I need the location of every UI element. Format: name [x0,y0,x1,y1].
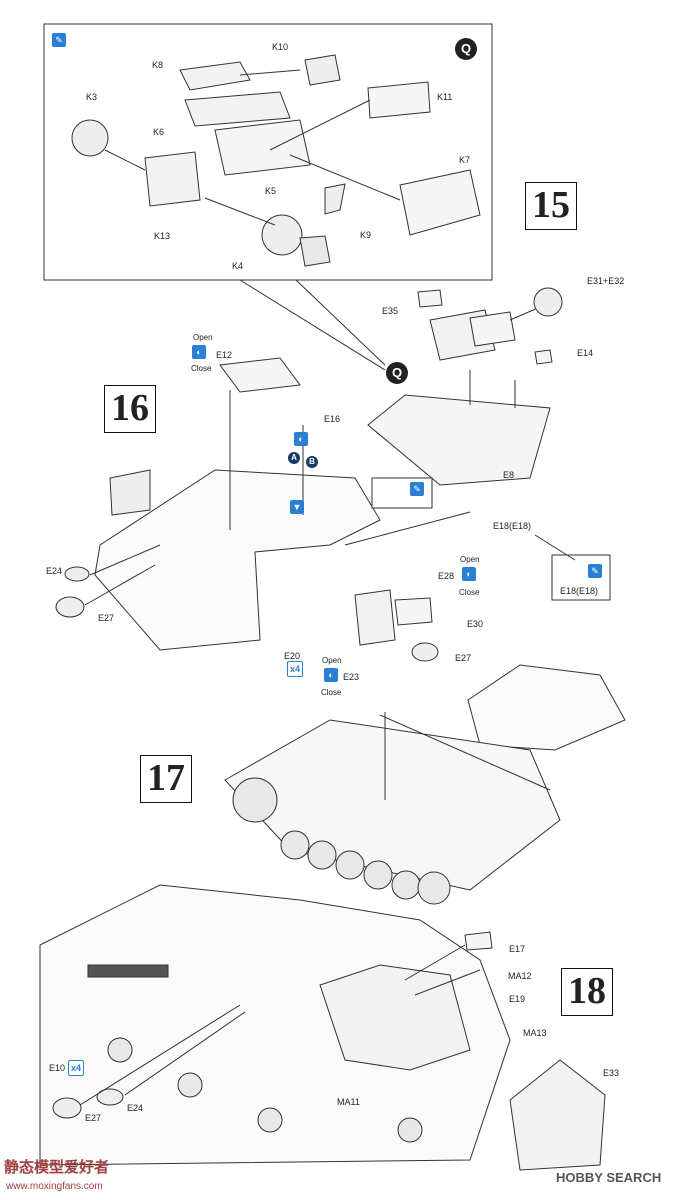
part-k8 [179,61,251,91]
movable-icon-e28: ◐ [462,567,476,581]
label-k3: K3 [86,92,98,102]
superstructure-e [94,469,381,651]
part-e17 [464,931,493,951]
label-e27-c: E27 [85,1113,102,1123]
label-e31-e32: E31+E32 [587,276,625,286]
label-e8: E8 [503,470,515,480]
superstructure-preview [467,664,626,751]
road-wheels-17 [232,777,451,905]
label-e28: E28 [438,571,455,581]
glue-icon-e16: ▼ [290,500,304,514]
part-k13 [144,151,201,207]
inset-box-e18 [551,554,611,601]
part-e31-e32 [533,287,563,317]
part-e35 [417,289,443,308]
label-k7: K7 [459,155,471,165]
label-e14: E14 [577,348,594,358]
glue-icon-e18: ✎ [588,564,602,578]
open-label-e23: Open [322,656,342,665]
part-k3 [71,119,109,157]
part-e27b [411,642,439,662]
part-k11 [367,81,431,119]
label-ma11: MA11 [337,1097,360,1107]
part-k10 [304,54,341,86]
detail-box-q [43,23,493,281]
label-k4: K4 [232,261,244,271]
part-k9 [324,183,346,215]
engine-grille [87,964,169,978]
label-e10: E10 [49,1063,66,1073]
step-18: 18 [561,968,613,1016]
label-ma12: MA12 [508,971,532,981]
q-marker-gun: Q [386,362,408,384]
part-k4 [299,235,331,267]
close-label-e23: Close [321,688,342,697]
part-e27c [52,1097,82,1119]
mantlet-front [109,469,151,516]
label-k5: K5 [265,186,277,196]
q-marker-detail: Q [455,38,477,60]
part-e27a [55,596,85,618]
part-e12 [219,357,301,393]
part-k4-ring [261,214,303,256]
quantity-badge-e20: x4 [287,661,303,677]
label-e18-b: E18(E18) [560,586,599,596]
label-e30: E30 [467,619,484,629]
label-e12: E12 [216,350,233,360]
label-e18-a: E18(E18) [493,521,532,531]
step-16: 16 [104,385,156,433]
label-ma13: MA13 [523,1028,547,1038]
glue-icon-16: ✎ [410,482,424,496]
part-e23-hatch [354,589,396,646]
part-k7 [399,169,481,236]
label-e20: E20 [284,651,301,661]
label-e33: E33 [603,1068,620,1078]
leader-q-b [295,279,386,366]
part-e14 [534,349,553,365]
close-label-e28: Close [459,588,480,597]
movable-icon-e16: ◐ [294,432,308,446]
label-e27-b: E27 [455,653,472,663]
part-k6-top [184,91,291,127]
label-e16: E16 [324,414,341,424]
label-e23: E23 [343,672,360,682]
superstructure-mantlet [319,964,471,1071]
part-e33 [509,1059,606,1171]
label-e19: E19 [509,994,526,1004]
label-k13: K13 [154,231,171,241]
leader-q-a [239,279,386,371]
label-e17: E17 [509,944,526,954]
watermark-left-url: www.moxingfans.com [6,1181,103,1192]
watermark-left-title: 静态模型爱好者 [4,1159,110,1176]
part-k6 [214,119,311,176]
open-label-e12: Open [193,333,213,342]
label-e24-a: E24 [46,566,63,576]
label-e35: E35 [382,306,399,316]
part-e24a [64,566,90,582]
part-e30 [394,597,433,626]
label-k8: K8 [152,60,164,70]
label-e24-b: E24 [127,1103,144,1113]
label-k10: K10 [272,42,289,52]
label-k11: K11 [437,92,453,102]
step-17: 17 [140,755,192,803]
label-k9: K9 [360,230,372,240]
glue-icon-q: ✎ [52,33,66,47]
step-15: 15 [525,182,577,230]
label-e27-a: E27 [98,613,115,623]
label-k6: K6 [153,127,165,137]
part-e8 [367,394,551,486]
open-label-e28: Open [460,555,480,564]
quantity-badge-e10: x4 [68,1060,84,1076]
watermark-right: HOBBY SEARCH [556,1170,662,1185]
marker-a: A [288,452,300,464]
hull-closeup [39,884,511,1166]
part-e24b [96,1088,124,1106]
close-label-e12: Close [191,364,212,373]
movable-icon-e23: ◐ [324,668,338,682]
marker-b: B [306,456,318,468]
movable-icon-e12: ◐ [192,345,206,359]
